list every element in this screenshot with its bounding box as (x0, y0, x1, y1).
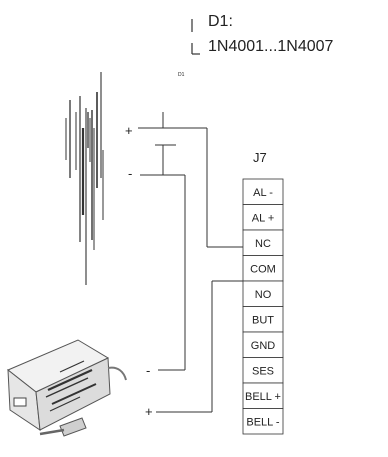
terminal-label: NO (255, 289, 272, 301)
adapter-plus-label: + (145, 404, 153, 419)
battery-icon (65, 72, 104, 285)
terminal-label: SES (252, 365, 274, 377)
battery-minus-wire (140, 160, 186, 371)
terminal-cell (242, 357, 284, 384)
diode-small-label: D1 (178, 72, 185, 78)
terminal-cell (242, 382, 284, 409)
terminal-label: GND (251, 340, 276, 352)
power-adapter-icon (7, 339, 127, 437)
terminal-label: COM (250, 263, 276, 275)
terminal-cell (242, 178, 284, 205)
battery-plus-label: + (125, 123, 133, 138)
diode-legend-icon (191, 19, 200, 55)
terminal-cell (242, 280, 284, 307)
terminal-label: BELL + (245, 391, 281, 403)
diode-note-line2: 1N4001...1N4007 (208, 38, 334, 55)
terminal-label: AL + (252, 212, 275, 224)
battery-minus-label: - (128, 166, 132, 181)
terminal-cell (242, 204, 284, 231)
adapter-minus-label: - (146, 363, 150, 378)
battery-plus-wire (138, 112, 243, 248)
terminal-label: AL - (253, 187, 273, 199)
terminal-label: BUT (252, 314, 274, 326)
terminal-label: BELL - (246, 416, 280, 428)
adapter-plus-wire (156, 280, 243, 413)
diode-note-line1: D1: (208, 13, 233, 30)
terminal-cell (242, 408, 284, 435)
terminal-block-title: J7 (253, 150, 267, 165)
terminal-label: NC (255, 238, 271, 250)
terminal-block: AL - AL + NC COM NO BUT GND SES BELL + BELL - (242, 178, 284, 435)
terminal-cell (242, 255, 284, 282)
